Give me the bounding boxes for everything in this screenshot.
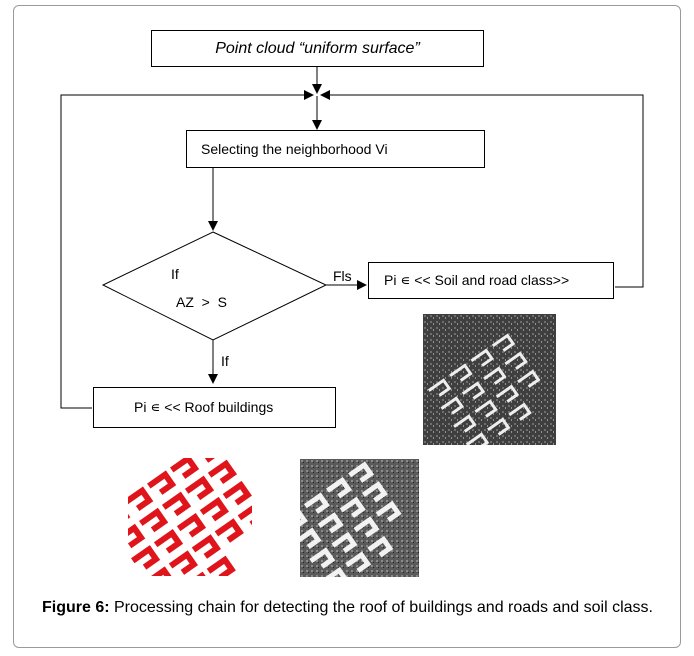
neighborhood-node-label: Selecting the neighborhood Vi bbox=[201, 141, 388, 157]
soil-road-node-label: Pi ∊ << Soil and road class>> bbox=[384, 272, 570, 288]
figure-caption-text: Processing chain for detecting the roof … bbox=[109, 599, 653, 616]
figure-frame bbox=[13, 5, 681, 648]
decision-condition-if: If bbox=[171, 266, 179, 282]
roof-node-label: Pi ∊ << Roof buildings bbox=[134, 399, 274, 415]
true-branch-label: If bbox=[221, 353, 229, 369]
neighborhood-node: Selecting the neighborhood Vi bbox=[186, 130, 485, 168]
figure-caption: Figure 6: Processing chain for detecting… bbox=[42, 597, 660, 618]
roof-grayscale-shapes bbox=[300, 459, 419, 577]
roof-grayscale-image bbox=[300, 459, 419, 577]
roof-mask-shapes bbox=[128, 458, 252, 576]
aerial-image-texture bbox=[423, 314, 556, 445]
connector-roof-loop bbox=[60, 90, 314, 409]
start-node: Point cloud “uniform surface” bbox=[151, 30, 484, 67]
false-branch-label: Fls bbox=[333, 268, 352, 284]
decision-condition-expression: AZ > S bbox=[176, 294, 227, 310]
figure-caption-label: Figure 6: bbox=[42, 599, 110, 616]
soil-road-node: Pi ∊ << Soil and road class>> bbox=[368, 262, 614, 299]
roof-node: Pi ∊ << Roof buildings bbox=[93, 387, 336, 428]
connector-soil-loop bbox=[320, 90, 644, 288]
aerial-point-cloud-image bbox=[423, 314, 556, 445]
decision-diamond bbox=[101, 231, 328, 341]
roof-mask-image bbox=[128, 458, 252, 576]
start-node-label: Point cloud “uniform surface” bbox=[215, 39, 420, 57]
